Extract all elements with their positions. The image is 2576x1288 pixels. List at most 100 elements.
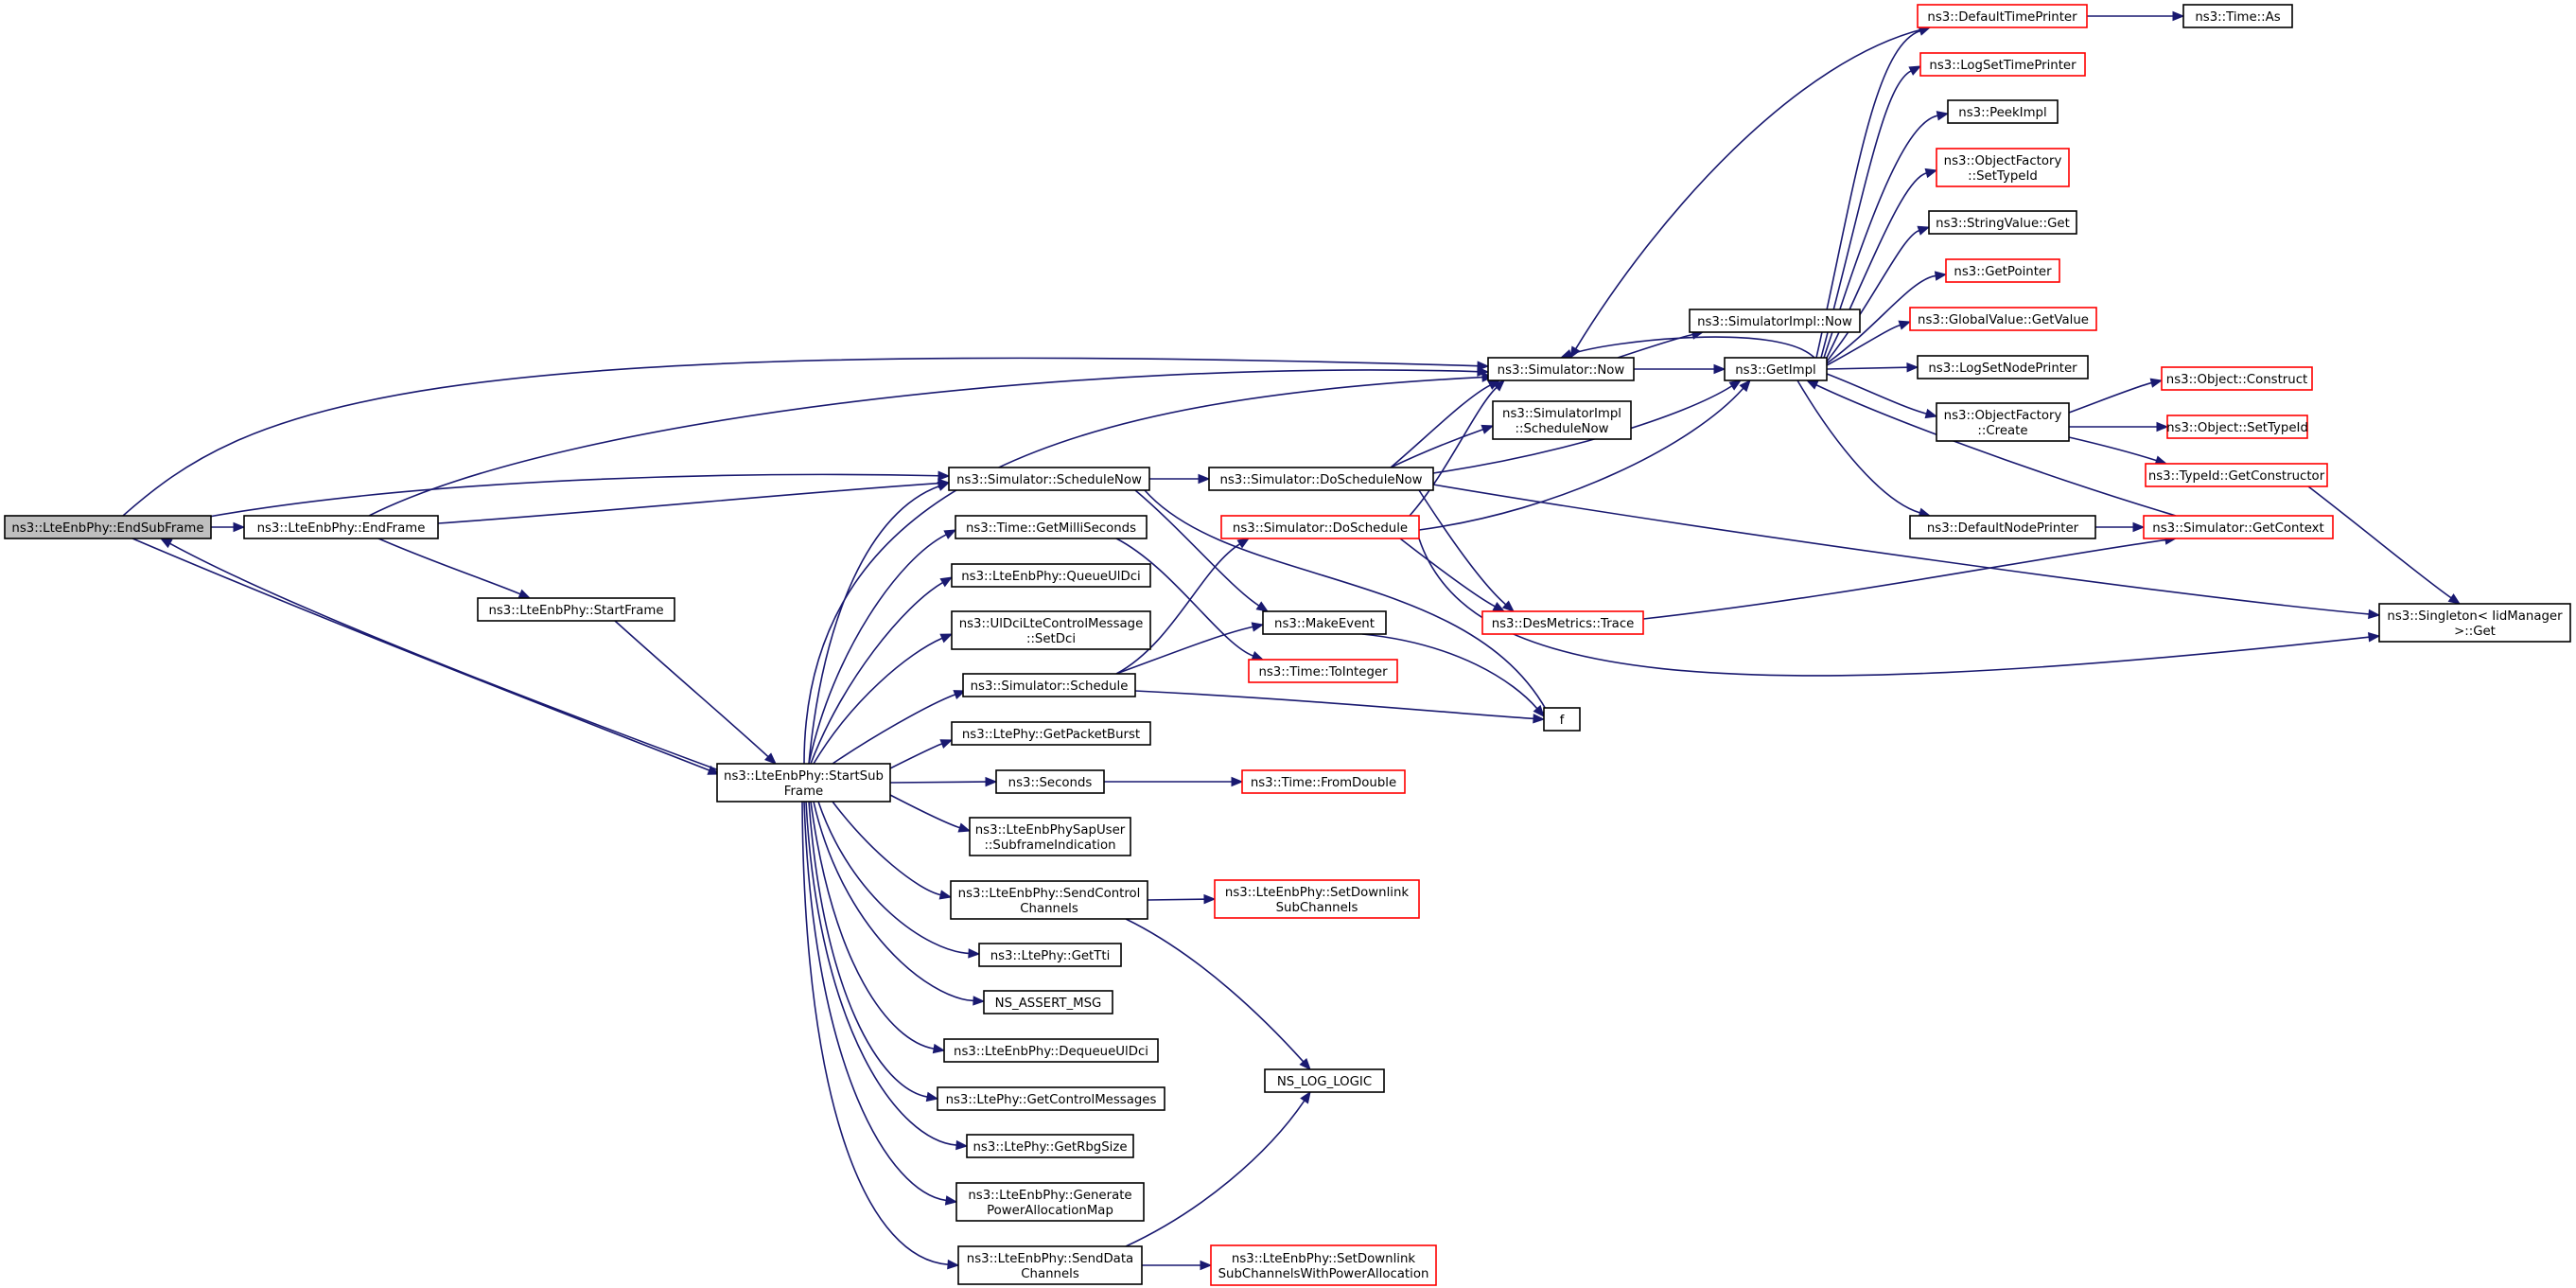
node-box [1241,769,1406,794]
node-box [1945,258,2060,283]
graph-node-deftimeprinter[interactable]: ns3::DefaultTimePrinter [1917,4,2088,28]
node-label: ns3::LteEnbPhy::Generate [968,1189,1131,1203]
edge-arrowhead [1481,424,1495,434]
graph-node-assertmsg[interactable]: NS_ASSERT_MSG [983,990,1113,1015]
call-edge [810,801,946,1054]
node-label: >::Get [2454,625,2496,639]
edge-line [813,801,974,1002]
edge-arrowhead [953,690,967,699]
node-label: ns3::TypeId::GetConstructor [2148,469,2325,484]
call-edge [2068,436,2168,466]
graph-node-logsettime[interactable]: ns3::LogSetTimePrinter [1919,52,2086,77]
node-label: Channels [1020,902,1078,916]
graph-node-getpointer[interactable]: ns3::GetPointer [1945,258,2060,283]
edge-line [614,620,769,758]
node-label: ns3::LteEnbPhy::StartFrame [488,604,663,618]
graph-node-f[interactable]: f [1543,707,1581,732]
graph-node-implnow[interactable]: ns3::SimulatorImpl::Now [1689,309,1861,333]
edge-line [889,781,987,784]
edge-line [1134,489,1260,607]
graph-node-implschednow[interactable]: ns3::SimulatorImpl::ScheduleNow [1492,400,1632,440]
graph-node-endsubframe[interactable]: ns3::LteEnbPhy::EndSubFrame [4,515,212,539]
call-edge [1390,424,1495,468]
edge-arrowhead [1299,1057,1311,1070]
graph-node-schedulenow[interactable]: ns3::Simulator::ScheduleNow [948,467,1150,491]
graph-node-gettti[interactable]: ns3::LtePhy::GetTti [978,943,1122,967]
edge-line [1115,538,1253,657]
graph-node-getpacketburst[interactable]: ns3::LtePhy::GetPacketBurst [951,721,1151,746]
edge-arrowhead [939,739,954,749]
graph-node-singleton[interactable]: ns3::Singleton< IidManager >::Get [2378,603,2571,643]
graph-node-getconstructor[interactable]: ns3::TypeId::GetConstructor [2145,463,2328,487]
graph-node-now[interactable]: ns3::Simulator::Now [1487,357,1635,381]
edge-arrowhead [1739,379,1751,393]
call-edge [1134,690,1546,724]
graph-node-setdci[interactable]: ns3::UlDciLteControlMessage::SetDci [951,610,1151,650]
graph-node-dequeueuldci[interactable]: ns3::LteEnbPhy::DequeueUlDci [943,1038,1159,1063]
graph-node-logsetnode[interactable]: ns3::LogSetNodePrinter [1917,355,2089,379]
graph-node-getmillis[interactable]: ns3::Time::GetMilliSeconds [955,515,1148,539]
node-box [1936,402,2070,442]
graph-node-timeas[interactable]: ns3::Time::As [2182,4,2293,28]
graph-node-desmetrics[interactable]: ns3::DesMetrics::Trace [1481,610,1644,635]
graph-node-setdlsubpower[interactable]: ns3::LteEnbPhy::SetDownlinkSubChannelsWi… [1210,1244,1437,1286]
graph-node-endframe[interactable]: ns3::LteEnbPhy::EndFrame [243,515,439,539]
node-label: NS_ASSERT_MSG [995,997,1102,1011]
edge-line [1617,333,1693,359]
node-label: Frame [784,785,823,799]
edge-arrowhead [2368,609,2381,620]
graph-node-timetoint[interactable]: ns3::Time::ToInteger [1248,659,1398,683]
graph-node-seconds[interactable]: ns3::Seconds [995,769,1105,794]
graph-node-getrbgsize[interactable]: ns3::LtePhy::GetRbgSize [966,1134,1134,1158]
node-label: ns3::StringValue::Get [1936,217,2070,231]
call-edge [1617,329,1705,359]
call-edge [1390,379,1501,468]
graph-node-ofsettypeid[interactable]: ns3::ObjectFactory::SetTypeId [1936,148,2070,187]
node-box [957,1245,1143,1285]
edge-line [1147,898,1205,901]
call-edge [1642,535,2178,620]
node-label: f [1560,714,1565,728]
call-edge [813,633,954,765]
graph-node-getctrlmsgs[interactable]: ns3::LtePhy::GetControlMessages [937,1086,1165,1111]
call-edge [131,538,721,775]
graph-node-makeevent[interactable]: ns3::MakeEvent [1262,610,1387,635]
graph-node-startframe[interactable]: ns3::LteEnbPhy::StartFrame [477,597,675,622]
graph-node-peekimpl[interactable]: ns3::PeekImpl [1947,99,2059,124]
graph-node-schedule[interactable]: ns3::Simulator::Schedule [962,673,1136,697]
graph-node-defnodeprinter[interactable]: ns3::DefaultNodePrinter [1909,515,2096,539]
edge-line [808,534,947,765]
node-label: ns3::LtePhy::GetTti [990,949,1111,963]
graph-node-ofcreate[interactable]: ns3::ObjectFactory::Create [1936,402,2070,442]
node-label: ns3::UlDciLteControlMessage [959,617,1144,631]
graph-node-objconstruct[interactable]: ns3::Object::Construct [2161,366,2313,391]
edge-arrowhead [932,1043,946,1054]
graph-node-getcontext[interactable]: ns3::Simulator::GetContext [2143,515,2334,539]
node-label: ::SetTypeId [1968,169,2038,184]
graph-node-fromdouble[interactable]: ns3::Time::FromDouble [1241,769,1406,794]
call-edge [1409,379,1505,517]
graph-node-doschedule[interactable]: ns3::Simulator::DoSchedule [1220,515,1420,539]
call-edge [803,801,958,1206]
graph-node-doschedulenow[interactable]: ns3::Simulator::DoScheduleNow [1208,467,1434,491]
graph-node-queueuldci[interactable]: ns3::LteEnbPhy::QueueUlDci [951,563,1151,588]
node-label: SubChannels [1276,901,1358,915]
call-edge [832,801,953,900]
graph-node-objsettypeid[interactable]: ns3::Object::SetTypeId [2166,415,2308,439]
call-edge [889,794,972,833]
node-label: ns3::Object::Construct [2166,373,2307,387]
call-edge [889,739,954,769]
graph-node-subframeind[interactable]: ns3::LteEnbPhySapUser::SubframeIndicatio… [969,817,1131,856]
graph-node-getimpl[interactable]: ns3::GetImpl [1724,357,1828,381]
graph-node-nslogic[interactable]: NS_LOG_LOGIC [1264,1068,1385,1093]
graph-node-gvgetvalue[interactable]: ns3::GlobalValue::GetValue [1909,307,2097,331]
graph-node-strvalget[interactable]: ns3::StringValue::Get [1928,210,2077,235]
graph-node-genpowermap[interactable]: ns3::LteEnbPhy::GeneratePowerAllocationM… [955,1182,1145,1222]
call-edge [808,801,939,1103]
node-box [4,515,212,539]
